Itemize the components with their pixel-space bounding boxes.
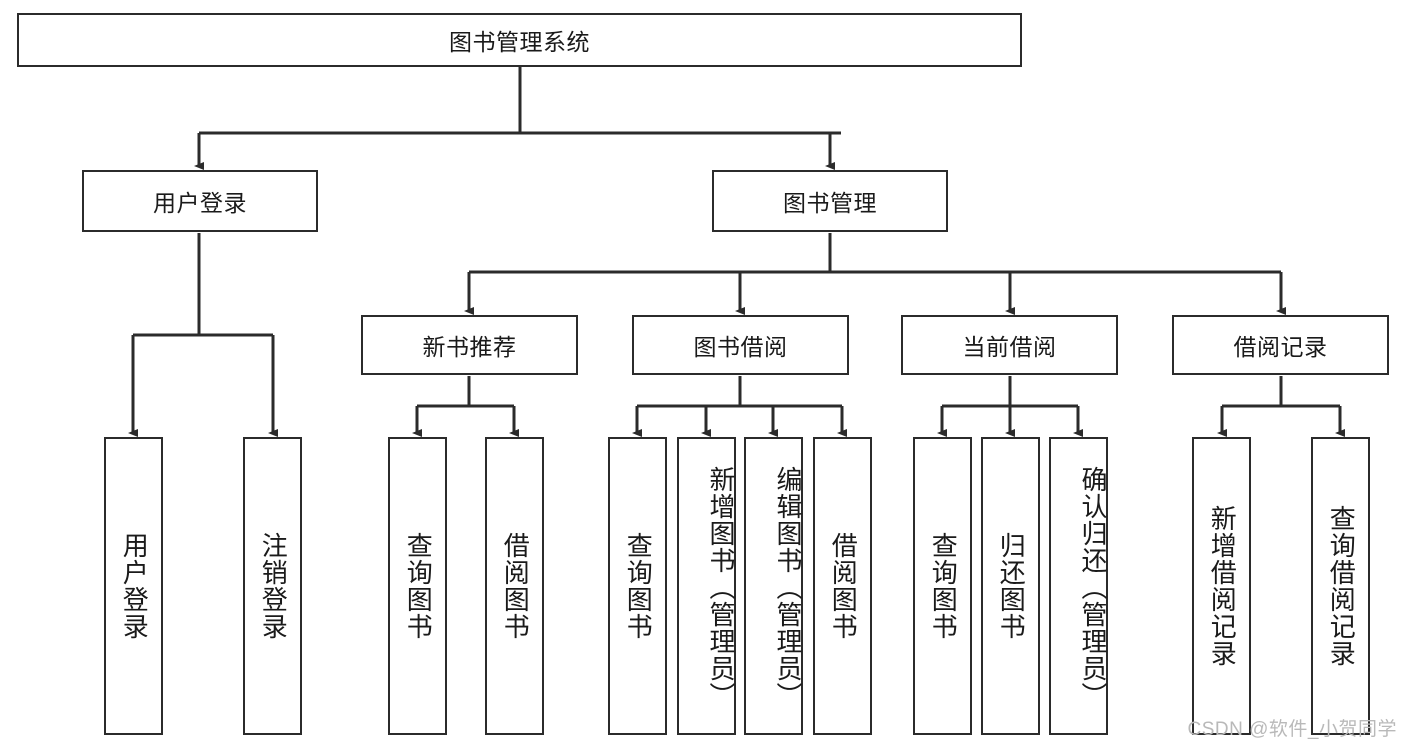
node-user-login[interactable]: 用户登录 [82,170,318,232]
leaf-query-book-current[interactable]: 查询图书 [913,437,972,735]
node-new-book-recommend[interactable]: 新书推荐 [361,315,578,375]
leaf-add-borrow-record[interactable]: 新增借阅记录 [1192,437,1251,735]
leaf-user-login[interactable]: 用户登录 [104,437,163,735]
node-book-management[interactable]: 图书管理 [712,170,948,232]
leaf-query-book-recommend[interactable]: 查询图书 [388,437,447,735]
leaf-query-book-borrow[interactable]: 查询图书 [608,437,667,735]
leaf-edit-book-admin[interactable]: 编辑图书（管理员） [744,437,803,735]
leaf-user-logout[interactable]: 注销登录 [243,437,302,735]
node-root[interactable]: 图书管理系统 [17,13,1022,67]
leaf-return-book[interactable]: 归还图书 [981,437,1040,735]
node-current-borrow[interactable]: 当前借阅 [901,315,1118,375]
node-borrow-record[interactable]: 借阅记录 [1172,315,1389,375]
leaf-confirm-return-admin[interactable]: 确认归还（管理员） [1049,437,1108,735]
leaf-add-book-admin[interactable]: 新增图书（管理员） [677,437,736,735]
leaf-query-borrow-record[interactable]: 查询借阅记录 [1311,437,1370,735]
leaf-borrow-book[interactable]: 借阅图书 [813,437,872,735]
watermark-text: CSDN @软件_小贺同学 [1187,719,1397,740]
leaf-borrow-book-recommend[interactable]: 借阅图书 [485,437,544,735]
node-book-borrow[interactable]: 图书借阅 [632,315,849,375]
